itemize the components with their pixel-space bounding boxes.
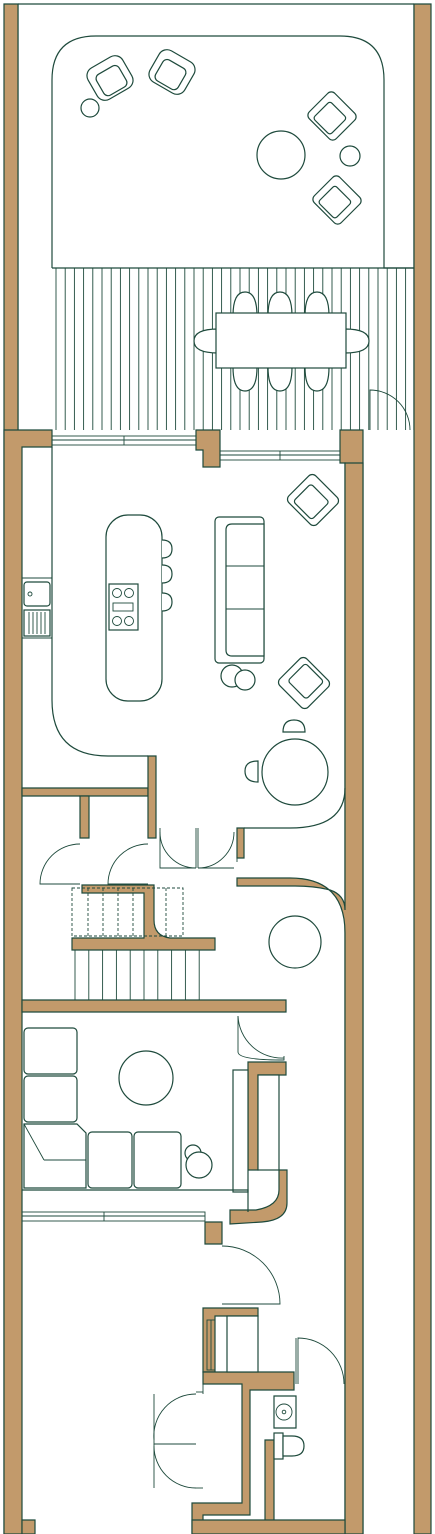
armchair bbox=[277, 656, 331, 710]
sofa bbox=[214, 516, 265, 664]
living-area bbox=[159, 473, 346, 869]
staircase bbox=[74, 950, 200, 1000]
armchair bbox=[286, 473, 340, 527]
kitchen bbox=[22, 435, 341, 757]
side-table bbox=[185, 1151, 213, 1179]
wc-door[interactable] bbox=[297, 1337, 345, 1385]
round-table bbox=[261, 738, 329, 806]
garden-lounge-chair bbox=[312, 175, 362, 225]
media-unit bbox=[232, 1069, 280, 1193]
hall-round-table bbox=[268, 915, 322, 969]
deck bbox=[52, 267, 414, 431]
side-table bbox=[339, 145, 361, 167]
garden-lounge-chair bbox=[307, 91, 357, 141]
reception-room bbox=[21, 1015, 285, 1222]
hall bbox=[39, 843, 322, 1000]
garden-lounge-chair bbox=[86, 55, 134, 101]
staircase-upper bbox=[71, 887, 184, 937]
dining-chairs bbox=[193, 291, 370, 392]
toilet bbox=[273, 1432, 305, 1460]
dining-nook bbox=[244, 719, 329, 806]
dining-table bbox=[215, 312, 347, 369]
side-gate[interactable] bbox=[369, 389, 411, 431]
corner-sofa bbox=[23, 1027, 182, 1189]
garden-round-table bbox=[256, 130, 306, 180]
hob bbox=[108, 583, 139, 631]
bar-stools bbox=[161, 539, 173, 612]
kitchen-worktop bbox=[51, 447, 148, 757]
entry bbox=[153, 1245, 345, 1489]
double-doors[interactable] bbox=[159, 828, 235, 869]
kitchen-sink bbox=[23, 581, 51, 637]
rear-sliding-doors[interactable] bbox=[51, 435, 341, 461]
side-table bbox=[234, 669, 256, 691]
reception-door[interactable] bbox=[237, 1016, 285, 1061]
cupboard-door[interactable] bbox=[39, 843, 81, 885]
front-bay-window bbox=[21, 1189, 249, 1222]
walls bbox=[3, 3, 432, 1534]
upper-stair-flight bbox=[71, 887, 184, 937]
cupboard-door[interactable] bbox=[107, 843, 149, 885]
garden-lounge-chair bbox=[148, 49, 196, 95]
utility-window bbox=[206, 1319, 216, 1371]
side-table bbox=[80, 98, 100, 118]
wc-basin bbox=[273, 1395, 297, 1429]
hall-door[interactable] bbox=[221, 1245, 281, 1305]
utility-cupboard bbox=[226, 1315, 259, 1373]
coffee-table bbox=[118, 1050, 174, 1106]
front-door[interactable] bbox=[153, 1391, 203, 1489]
garden bbox=[17, 3, 415, 430]
lawn bbox=[51, 35, 414, 269]
